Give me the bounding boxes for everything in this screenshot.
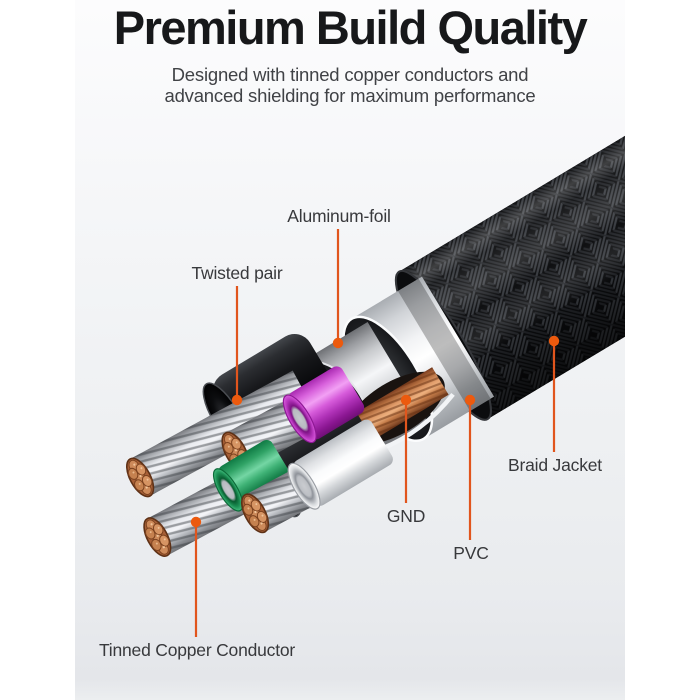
leader-dot-tinned-copper	[190, 516, 202, 528]
label-aluminum-foil: Aluminum-foil	[287, 206, 391, 226]
subtitle-line-1: Designed with tinned copper conductors a…	[171, 64, 529, 86]
leader-dot-twisted-pair	[231, 394, 243, 406]
label-braid-jacket: Braid Jacket	[508, 455, 602, 475]
leader-lines	[194, 229, 556, 637]
label-twisted-pair: Twisted pair	[191, 263, 283, 283]
subtitle: Designed with tinned copper conductors a…	[75, 64, 625, 106]
leader-dot-pvc	[464, 394, 476, 406]
label-pvc: PVC	[453, 543, 489, 563]
page-title: Premium Build Quality	[113, 1, 588, 54]
subtitle-line-2: advanced shielding for maximum performan…	[164, 85, 536, 107]
leader-dot-braid-jacket	[548, 335, 560, 347]
leader-dot-aluminum-foil	[332, 337, 344, 349]
label-gnd: GND	[386, 506, 426, 526]
leader-dots	[190, 335, 560, 528]
tinned-copper-wire-1	[120, 370, 313, 502]
magenta-insulation-sleeve	[282, 366, 365, 444]
leader-dot-gnd	[400, 394, 412, 406]
white-insulation-sleeve	[287, 419, 393, 510]
label-tinned-copper-conductor: Tinned Copper Conductor	[98, 640, 296, 660]
header: Premium Build Quality Designed with tinn…	[75, 0, 625, 107]
